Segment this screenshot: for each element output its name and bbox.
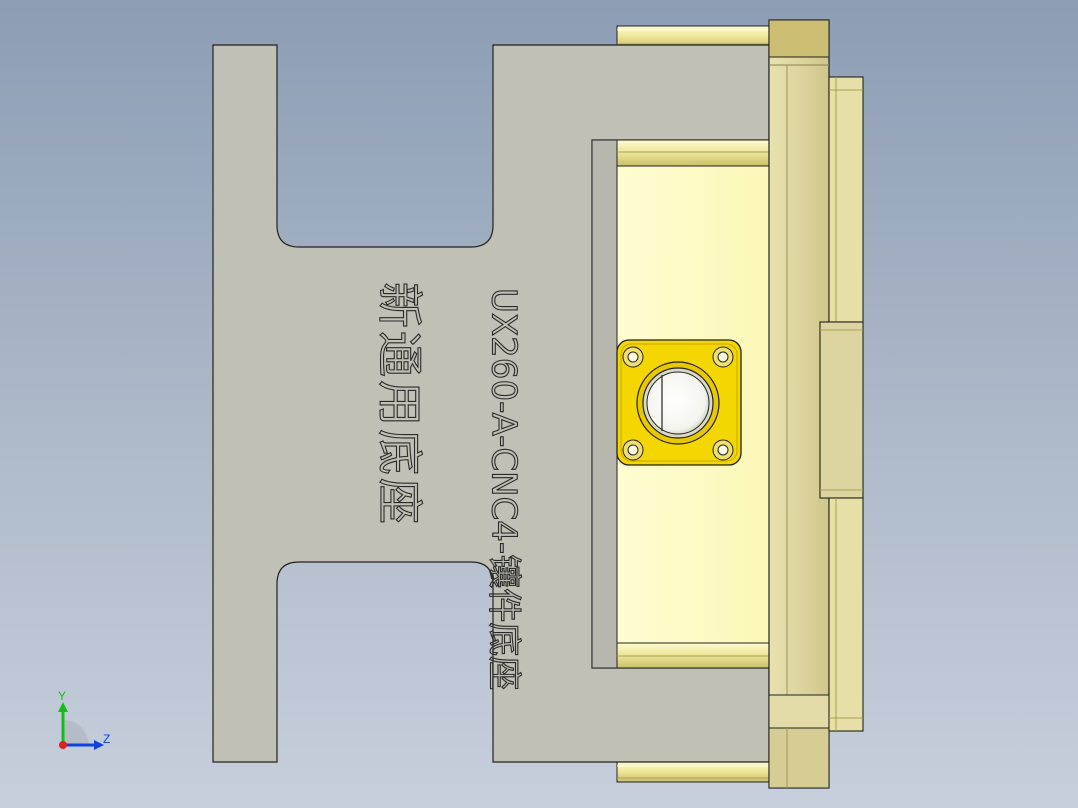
bearing-flange[interactable]	[616, 339, 742, 466]
side-plate-upper	[828, 76, 864, 323]
side-plate-middle	[819, 321, 864, 499]
y-axis-head	[58, 702, 68, 712]
screw-hole-bottom-left	[622, 439, 644, 461]
screw-hole-bottom-right	[712, 439, 734, 461]
screw-hole-top-right	[712, 346, 734, 368]
svg-text:新通用底座: 新通用底座	[373, 282, 427, 527]
axis-triad[interactable]: Y Z	[58, 689, 110, 750]
insert-top-band	[616, 139, 770, 167]
insert-bottom-band	[616, 642, 770, 669]
rail-bottom	[616, 761, 770, 783]
pocket-edge	[591, 139, 618, 669]
x-axis-dot	[59, 741, 67, 749]
clamp-block	[768, 19, 830, 789]
y-axis-label: Y	[58, 689, 66, 703]
z-axis-label: Z	[103, 732, 110, 746]
engraved-part-code: UX260-A-CNC4-镶件底座	[483, 287, 524, 690]
screw-hole-top-left	[622, 346, 644, 368]
z-axis-head	[94, 740, 104, 750]
center-bore	[636, 361, 720, 445]
side-plate-lower	[828, 497, 864, 732]
triad-arc	[63, 720, 89, 745]
engraved-part-name: 新通用底座	[372, 281, 427, 527]
svg-text:UX260-A-CNC4-镶件底座: UX260-A-CNC4-镶件底座	[484, 288, 524, 690]
